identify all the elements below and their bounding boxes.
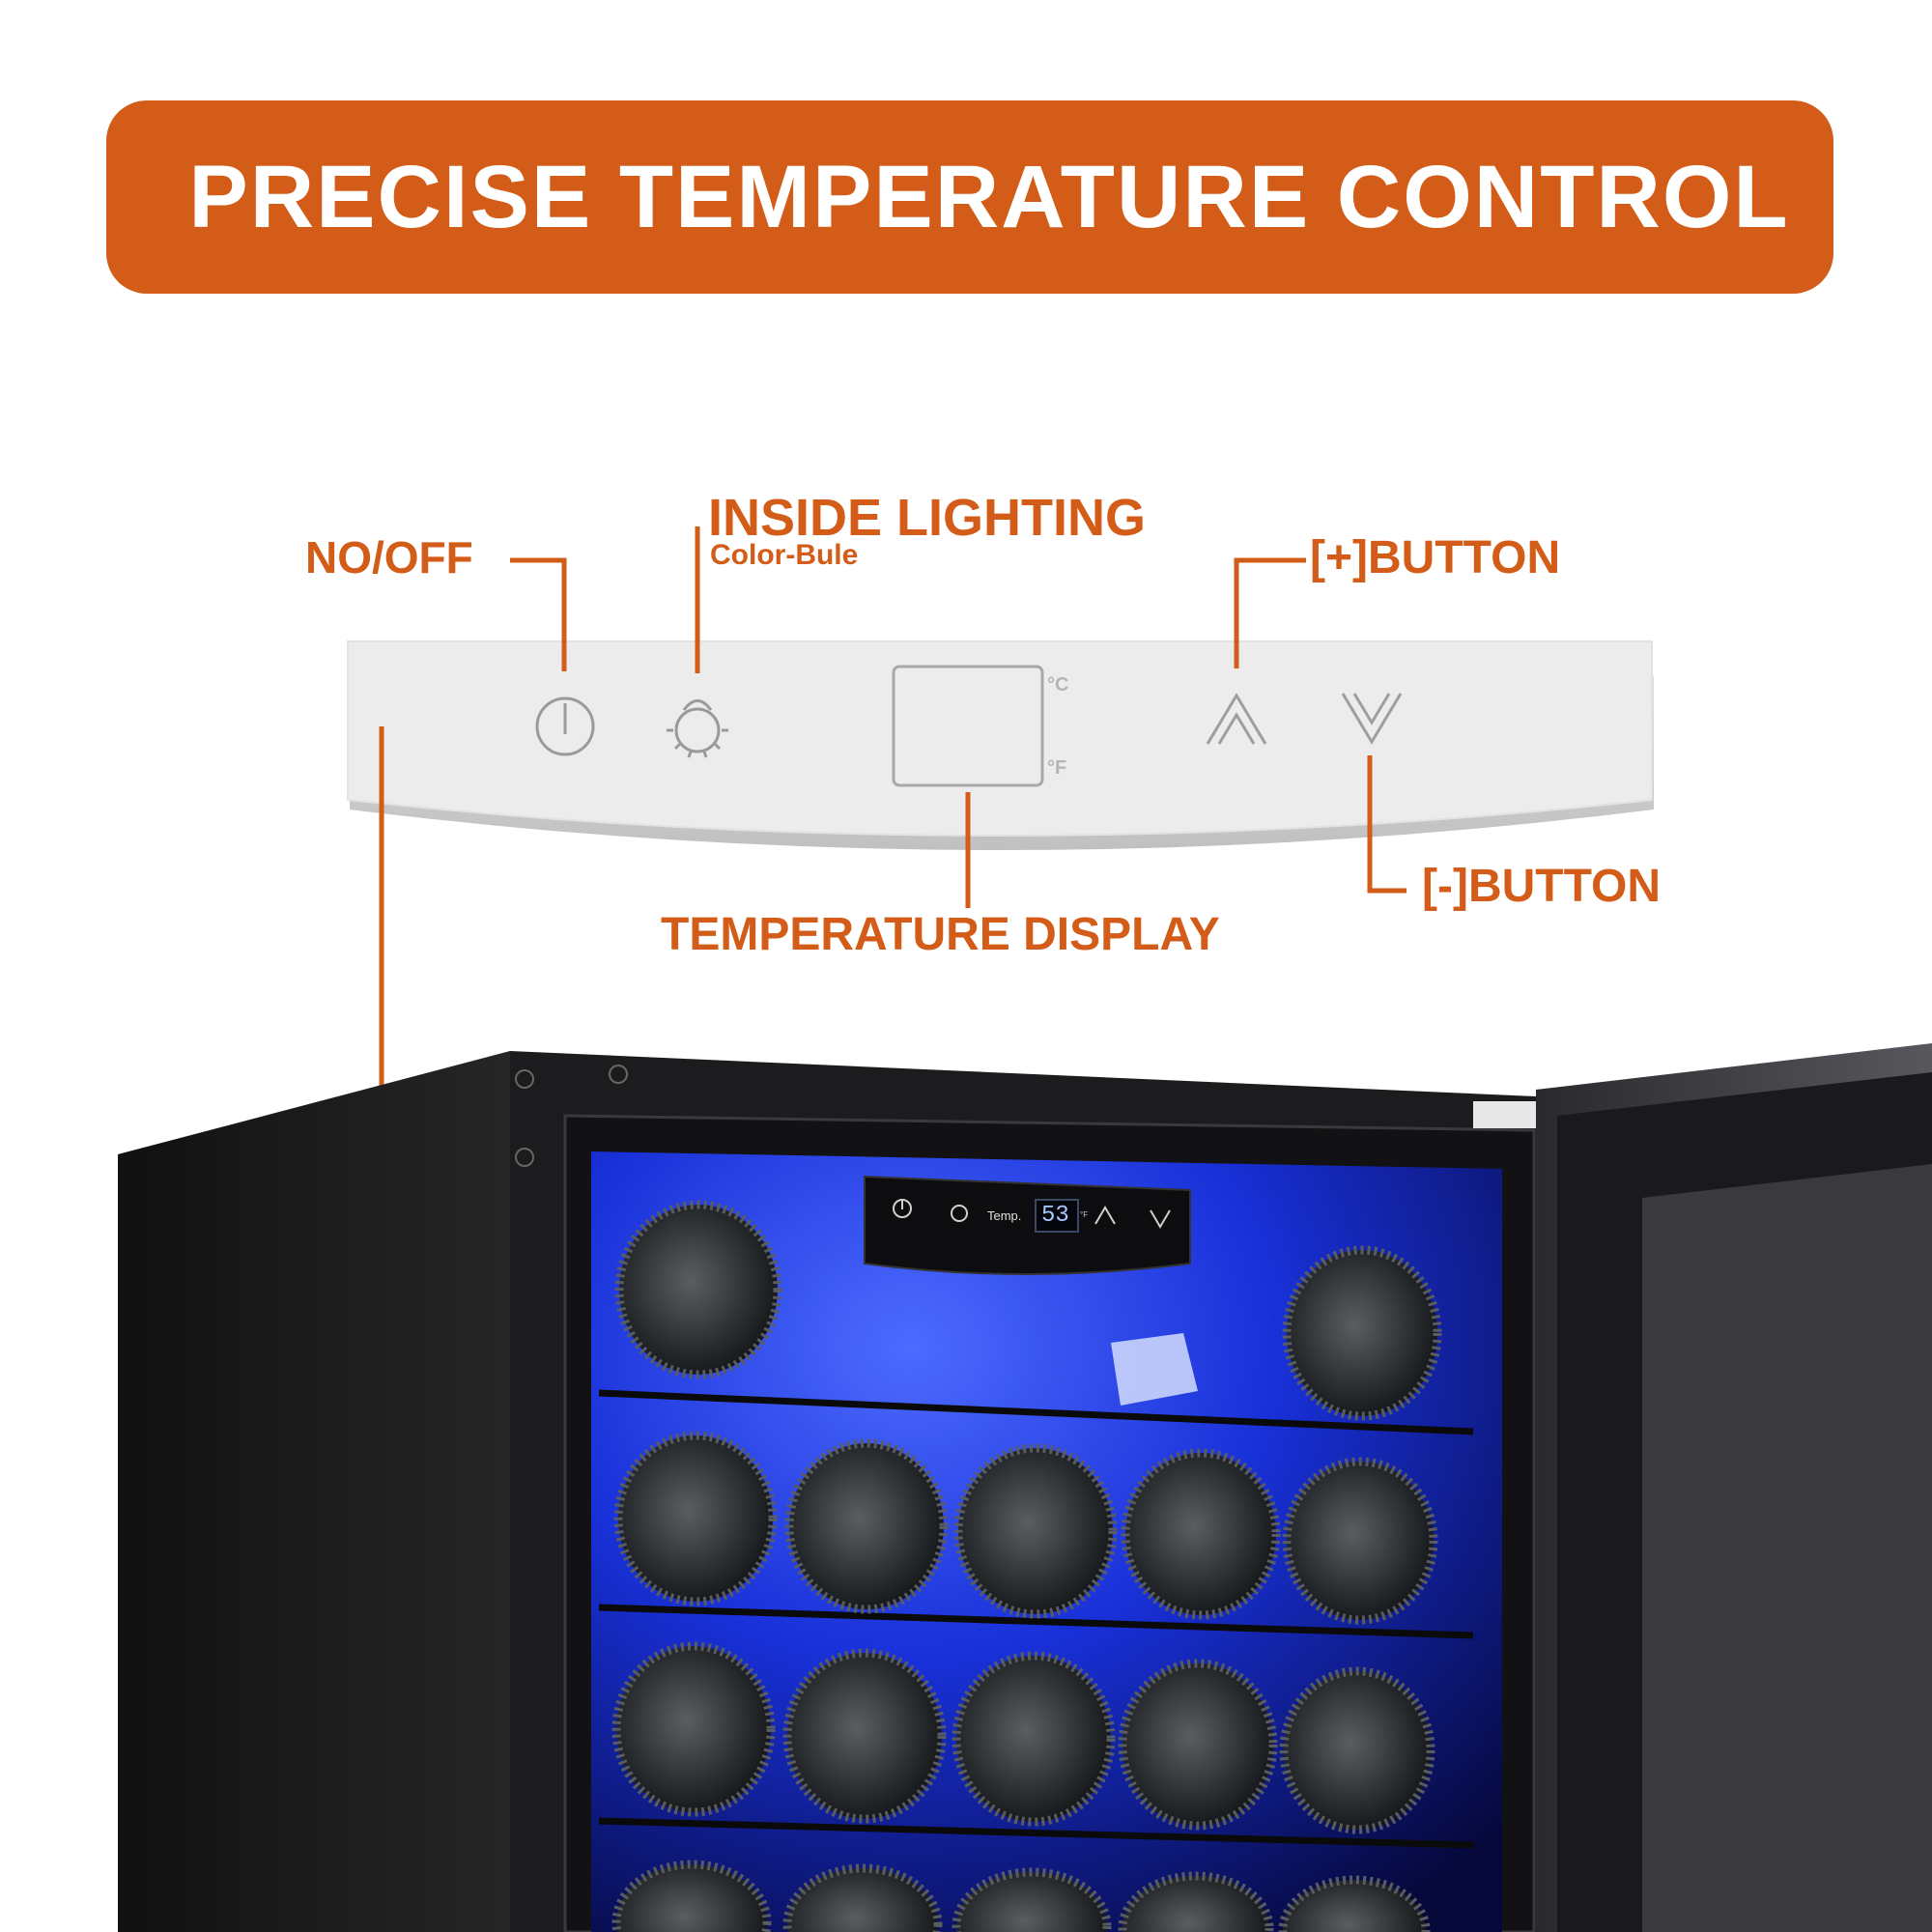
fahrenheit-unit: °F xyxy=(1047,757,1067,779)
down-chevron-icon[interactable] xyxy=(1341,693,1403,745)
fridge-temp-label: Temp. xyxy=(987,1208,1022,1223)
power-leader-line xyxy=(510,557,567,671)
fridge-temp-unit: °F xyxy=(1080,1210,1089,1219)
banner-title: PRECISE TEMPERATURE CONTROL xyxy=(188,147,1790,246)
up-chevron-icon[interactable] xyxy=(1206,693,1267,745)
lighting-callout-label: INSIDE LIGHTING xyxy=(708,489,1147,547)
bulb-icon[interactable] xyxy=(667,699,728,758)
power-callout-label: NO/OFF xyxy=(305,532,473,582)
fridge-temp-value: 53 xyxy=(1041,1203,1069,1229)
display-window xyxy=(892,665,1044,787)
control-panel xyxy=(347,640,1653,837)
minus-leader-line xyxy=(1367,755,1406,894)
minus-button-callout-label: [-]BUTTON xyxy=(1422,861,1662,912)
plus-leader-line xyxy=(1234,557,1306,668)
plus-button-callout-label: [+]BUTTON xyxy=(1310,532,1561,583)
title-banner: PRECISE TEMPERATURE CONTROL xyxy=(106,100,1833,294)
temperature-display-callout-label: TEMPERATURE DISPLAY xyxy=(661,909,1220,960)
power-icon[interactable] xyxy=(535,696,595,756)
celsius-unit: °C xyxy=(1047,674,1069,696)
lighting-callout-sublabel: Color-Bule xyxy=(710,539,859,571)
